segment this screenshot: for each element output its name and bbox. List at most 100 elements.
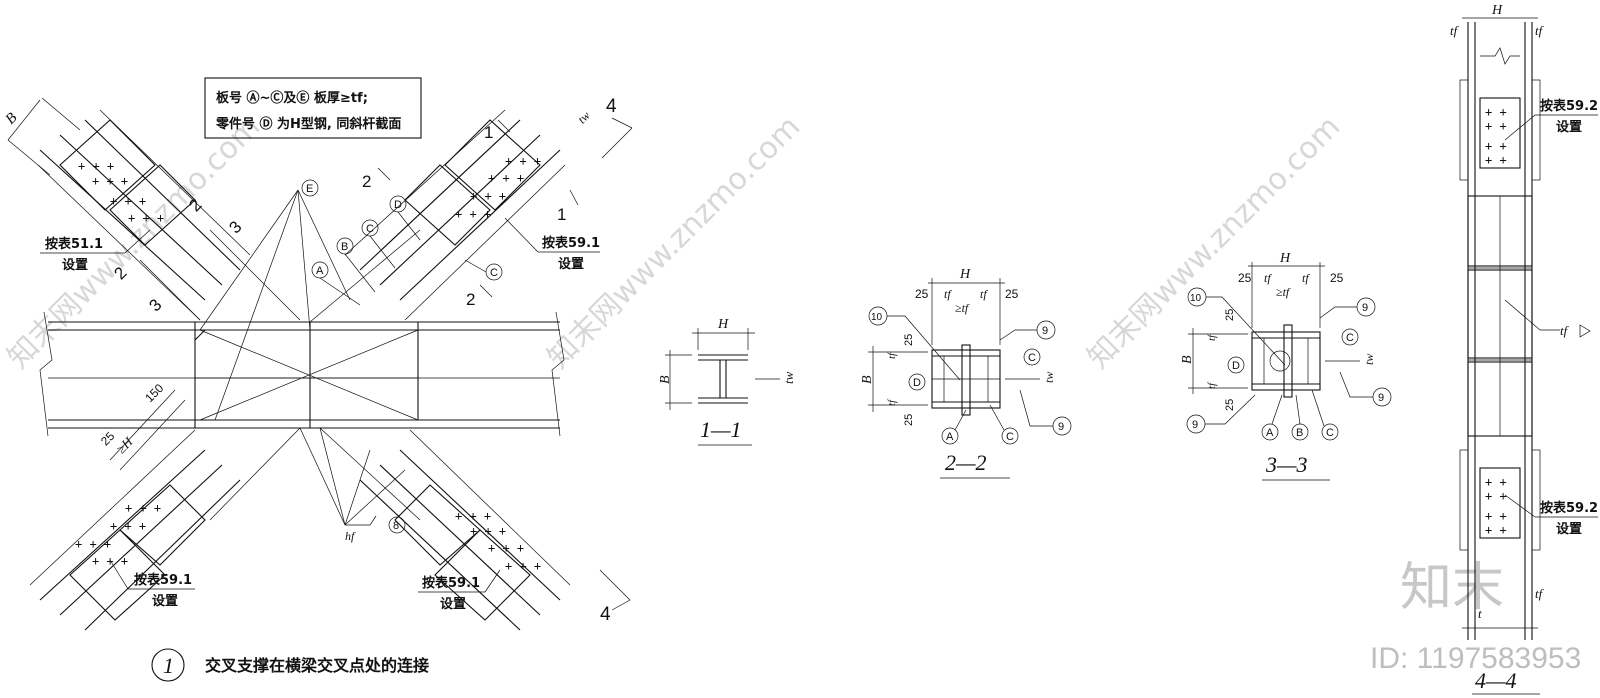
mark-E: E	[301, 179, 319, 197]
svg-text:D: D	[394, 199, 402, 211]
svg-text:9: 9	[1042, 325, 1048, 337]
mark-C-upper: C	[361, 219, 396, 269]
svg-text:按表59.1: 按表59.1	[134, 572, 192, 588]
dim-H-2-2: H	[959, 267, 971, 282]
svg-text:设置: 设置	[1556, 120, 1582, 135]
svg-text:B: B	[1296, 427, 1303, 439]
svg-text:+ + +: + + +	[125, 501, 161, 515]
brace-lower-right: + + + + + + + + + + + +	[319, 427, 571, 631]
svg-text:hf: hf	[345, 529, 356, 543]
svg-text:9: 9	[1362, 302, 1368, 314]
caption-text: 交叉支撑在横梁交叉点处的连接	[205, 656, 429, 675]
mark-A-3-3: A	[1261, 394, 1283, 441]
svg-text:C: C	[490, 267, 498, 279]
figure-caption: 1 交叉支撑在横梁交叉点处的连接	[151, 648, 429, 682]
section-4-4: H tf tf + + + + + + + + 按表59.2 设置 tf + +…	[1450, 3, 1598, 695]
svg-text:9: 9	[1192, 419, 1198, 431]
section-label-2-2: 2—2	[945, 450, 987, 475]
mark-B-3-3: B	[1291, 394, 1309, 441]
dim-tf-3-3-v2: tf	[1206, 381, 1218, 389]
dim-25-2-2-v2: 25	[903, 414, 915, 426]
section-number-2-right: 2	[466, 290, 475, 309]
mark-D-2-2: D	[908, 373, 926, 391]
svg-text:D: D	[913, 377, 921, 389]
ref-table-59-2-upper: 按表59.2 设置	[1504, 98, 1598, 141]
dim-B-2-2: B	[860, 375, 875, 384]
section-label-1-1: 1—1	[700, 417, 742, 442]
svg-text:设置: 设置	[1556, 522, 1582, 537]
dim-tw-2-2: tw	[1042, 372, 1056, 383]
svg-text:+ +: + +	[1485, 105, 1507, 119]
svg-text:设置: 设置	[62, 258, 88, 273]
svg-text:按表59.1: 按表59.1	[542, 235, 600, 251]
dim-tf-3-3-a: tf	[1264, 271, 1272, 285]
svg-text:9: 9	[1058, 421, 1064, 433]
dim-150: 150	[142, 381, 166, 405]
caption-number: 1	[163, 653, 174, 678]
mark-9-3-3-top: 9	[1319, 297, 1376, 319]
svg-text:+ + +: + + +	[75, 537, 111, 551]
mark-9-3-3-right: 9	[1339, 371, 1392, 407]
dim-25-3-3-right: 25	[1330, 271, 1344, 285]
section-number-1-upper: 1	[484, 123, 493, 142]
svg-text:D: D	[1232, 360, 1240, 372]
dim-getf-2-2: ≥tf	[955, 301, 970, 315]
svg-text:10: 10	[1190, 293, 1202, 304]
watermark-id: ID: 1197583953	[1370, 642, 1581, 675]
svg-text:+ +: + +	[1485, 139, 1507, 153]
ref-table-59-2-lower: 按表59.2 设置	[1504, 494, 1598, 537]
dim-t-4-4: t	[1478, 606, 1482, 621]
dim-25-3-3-v1: 25	[1224, 309, 1236, 321]
svg-text:9: 9	[1378, 392, 1384, 404]
mark-10-3-3: 10	[1187, 287, 1286, 366]
svg-text:+ +: + +	[1485, 509, 1507, 523]
svg-text:C: C	[366, 223, 374, 235]
note-box: 板号 Ⓐ~Ⓒ及Ⓔ 板厚≥tf; 零件号 Ⓓ 为H型钢, 同斜杆截面	[204, 77, 422, 139]
svg-text:+ + +: + + +	[128, 211, 164, 225]
section-1-1: H B tw 1—1	[658, 317, 796, 446]
dim-tf-3-3-v1: tf	[1206, 333, 1218, 341]
svg-text:A: A	[946, 431, 954, 443]
dim-tf-4-4-mid: tf	[1560, 323, 1570, 338]
svg-text:B: B	[341, 241, 348, 253]
section-number-1-right: 1	[557, 205, 566, 224]
ref-table-59-1-lower-left: 按表59.1 设置	[109, 559, 195, 609]
svg-text:+ + +: + + +	[78, 159, 114, 173]
mark-D-3-3: D	[1227, 356, 1245, 374]
svg-text:E: E	[306, 183, 313, 195]
svg-text:+ +: + +	[1485, 153, 1507, 167]
dim-tf-2-2-b: tf	[980, 287, 988, 301]
mark-9-2-2-bottom: 9	[1019, 389, 1072, 436]
section-2-2: H 25 25 tf tf ≥tf B 25 25 tf tf tw 10 9 …	[860, 267, 1072, 479]
svg-text:按表51.1: 按表51.1	[45, 236, 103, 252]
section-number-4-bottom: 4	[600, 604, 611, 625]
dim-H-1-1: H	[717, 317, 729, 332]
dim-tf-4-4-tl: tf	[1450, 23, 1460, 38]
dim-25-3-3-v2: 25	[1224, 399, 1236, 411]
section-number-2-upper: 2	[362, 172, 371, 191]
svg-text:C: C	[1006, 431, 1014, 443]
watermark-site-1: 知末网www.znzmo.com	[1, 109, 267, 375]
dim-B-1-1: B	[658, 375, 673, 384]
dim-tf-2-2-a: tf	[944, 287, 952, 301]
ref-table-59-1-upper: 按表59.1 设置	[504, 217, 600, 272]
note-line-2: 零件号 Ⓓ 为H型钢, 同斜杆截面	[215, 116, 401, 132]
section-3-3: H 25 25 tf tf ≥tf B 25 25 tf tf tw 10 9 …	[1180, 251, 1392, 481]
svg-text:+ + +: + + +	[470, 524, 506, 538]
svg-text:按表59.2: 按表59.2	[1540, 98, 1598, 114]
mark-C-3-3: C	[1341, 328, 1359, 346]
dim-H-4-4: H	[1491, 3, 1503, 18]
mark-8: 8	[393, 520, 399, 532]
svg-text:+ + +: + + +	[505, 154, 541, 168]
watermark-brand: 知末	[1400, 558, 1504, 618]
svg-text:C: C	[1028, 352, 1036, 364]
svg-text:设置: 设置	[440, 597, 466, 612]
dim-tf-4-4-br: tf	[1535, 586, 1545, 601]
dim-H-3-3: H	[1279, 251, 1291, 266]
mark-A: A	[311, 261, 361, 306]
note-line-1: 板号 Ⓐ~Ⓒ及Ⓔ 板厚≥tf;	[216, 90, 368, 106]
section-number-3-left-b: 3	[145, 295, 165, 315]
mark-C-2-2: C	[1023, 348, 1041, 366]
dim-tf-4-4-tr: tf	[1535, 23, 1545, 38]
